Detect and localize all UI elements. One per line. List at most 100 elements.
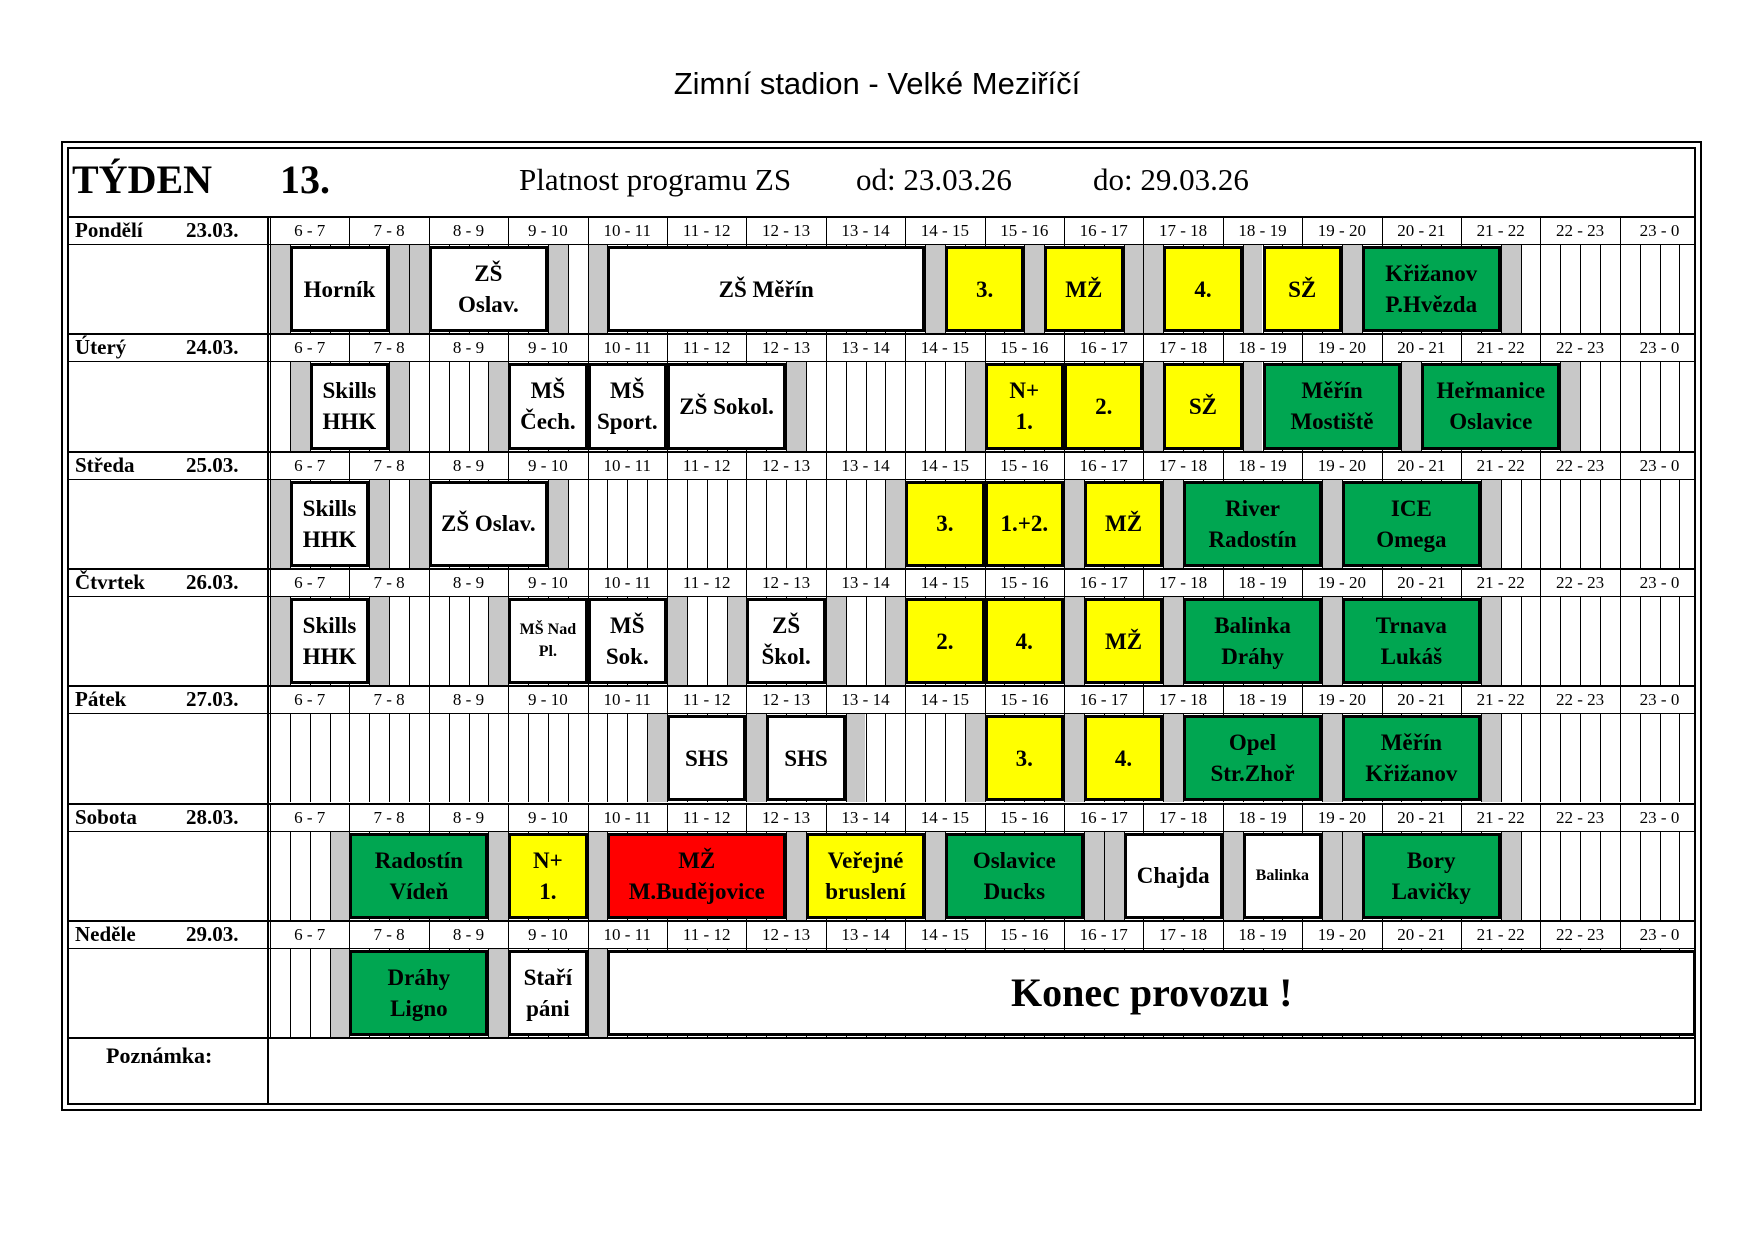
quarter-tick <box>905 361 907 451</box>
hour-divider <box>1619 450 1621 479</box>
quarter-tick <box>1599 713 1601 803</box>
hour-label: 7 - 8 <box>373 690 405 710</box>
day-row-divider <box>67 802 1696 805</box>
hour-divider <box>508 802 510 831</box>
quarter-tick <box>1659 478 1661 568</box>
hour-label: 17 - 18 <box>1159 924 1208 944</box>
quarter-tick <box>408 361 410 451</box>
hour-divider <box>746 567 748 596</box>
hour-label: 9 - 10 <box>528 338 568 358</box>
hour-divider <box>428 216 430 244</box>
maintenance-slot <box>489 362 509 451</box>
hour-label: 20 - 21 <box>1397 690 1446 710</box>
quarter-tick <box>1619 595 1621 686</box>
quarter-tick <box>1560 478 1562 568</box>
hour-label: 8 - 9 <box>452 455 485 475</box>
day-name: Pátek <box>75 687 127 712</box>
booking-block: Chajda <box>1123 832 1223 919</box>
hour-label: 17 - 18 <box>1159 690 1208 710</box>
hour-label: 10 - 11 <box>603 690 652 710</box>
quarter-tick <box>508 713 510 803</box>
quarter-tick <box>1540 244 1542 334</box>
quarter-tick <box>1679 361 1681 451</box>
hour-label: 6 - 7 <box>294 807 326 827</box>
quarter-tick <box>885 478 887 568</box>
quarter-tick <box>964 361 966 451</box>
quarter-tick <box>607 478 609 568</box>
hour-divider <box>587 450 589 479</box>
quarter-tick <box>1619 244 1621 334</box>
hour-label: 19 - 20 <box>1317 455 1366 475</box>
booking-block: Opel Str.Zhoř <box>1183 715 1323 802</box>
hour-label: 14 - 15 <box>920 572 969 592</box>
hour-divider <box>587 802 589 831</box>
hour-divider <box>667 685 668 714</box>
maintenance-slot <box>1164 479 1184 568</box>
maintenance-slot <box>965 714 985 803</box>
quarter-tick <box>389 713 391 803</box>
maintenance-slot <box>846 714 866 803</box>
booking-block: MŠ Čech. <box>508 363 588 450</box>
quarter-tick <box>1520 244 1522 334</box>
quarter-tick <box>1500 478 1502 568</box>
hour-divider <box>1143 685 1145 714</box>
hour-row-divider <box>67 361 1696 363</box>
hour-label: 19 - 20 <box>1317 338 1366 358</box>
quarter-tick <box>349 713 351 803</box>
booking-block: ZŠ Měřín <box>607 246 926 333</box>
quarter-tick <box>270 595 271 686</box>
page-title: Zimní stadion - Velké Meziříčí <box>673 66 1081 101</box>
quarter-tick <box>428 361 430 451</box>
hour-label: 15 - 16 <box>1000 338 1049 358</box>
hour-label: 21 - 22 <box>1476 807 1525 827</box>
hour-label: 13 - 14 <box>841 455 890 475</box>
quarter-tick <box>1659 713 1661 803</box>
maintenance-slot <box>330 831 350 920</box>
hour-label: 23 - 0 <box>1639 807 1680 827</box>
hour-divider <box>270 216 271 244</box>
quarter-tick <box>289 830 291 920</box>
maintenance-slot <box>489 831 509 920</box>
hour-divider <box>1222 919 1224 948</box>
header-divider <box>67 216 1696 218</box>
hour-divider <box>1064 216 1065 244</box>
quarter-tick <box>766 478 768 568</box>
hour-label: 19 - 20 <box>1317 807 1366 827</box>
quarter-tick <box>1322 713 1324 803</box>
hour-divider <box>1302 216 1304 244</box>
quarter-tick <box>1580 478 1582 568</box>
quarter-tick <box>865 713 867 803</box>
quarter-tick <box>1143 244 1145 334</box>
quarter-tick <box>587 830 589 920</box>
hour-divider <box>905 216 907 244</box>
hour-divider <box>825 685 827 714</box>
quarter-tick <box>1599 244 1601 334</box>
hour-label: 17 - 18 <box>1159 221 1208 240</box>
booking-block: SHS <box>667 715 747 802</box>
hour-label: 22 - 23 <box>1556 924 1605 944</box>
hour-label: 7 - 8 <box>373 924 405 944</box>
hour-divider <box>349 802 351 831</box>
hour-divider <box>1222 567 1224 596</box>
hour-divider <box>1381 802 1383 831</box>
hour-divider <box>587 216 589 244</box>
quarter-tick <box>1599 595 1601 686</box>
booking-block: 2. <box>905 597 985 685</box>
quarter-tick <box>1599 830 1601 920</box>
quarter-tick <box>786 361 788 451</box>
hour-divider <box>746 919 748 948</box>
quarter-tick <box>1659 361 1661 451</box>
maintenance-slot <box>1084 831 1104 920</box>
quarter-tick <box>865 478 867 568</box>
hour-divider <box>984 919 986 948</box>
maintenance-slot <box>1481 714 1501 803</box>
quarter-tick <box>309 713 311 803</box>
hour-label: 14 - 15 <box>920 690 969 710</box>
hour-divider <box>1619 333 1621 362</box>
hour-label: 16 - 17 <box>1079 690 1128 710</box>
quarter-tick <box>1103 830 1105 920</box>
hour-divider <box>508 216 510 244</box>
label-column-divider <box>267 216 269 1105</box>
hour-divider <box>905 450 907 479</box>
